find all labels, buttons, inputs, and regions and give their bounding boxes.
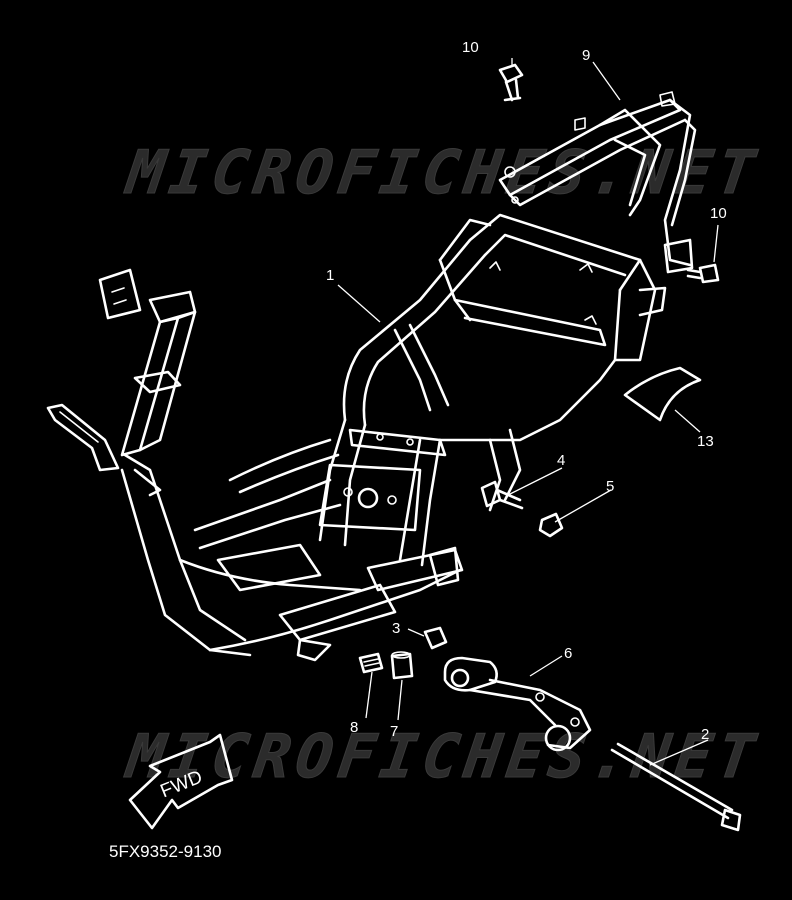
callout-4: 4 [557, 452, 566, 469]
bush-8 [358, 652, 384, 674]
callout-1: 1 [326, 267, 335, 284]
engine-bracket-6 [443, 656, 592, 752]
leader-lines [337, 58, 719, 766]
callout-2: 2 [701, 726, 710, 743]
callout-5: 5 [606, 478, 615, 495]
nut-3 [423, 626, 448, 650]
callout-10-right: 10 [710, 205, 727, 222]
callout-10-top: 10 [462, 39, 479, 56]
callout-6: 6 [564, 645, 573, 662]
bolt-10-top [498, 63, 524, 102]
fwd-arrow-icon [128, 733, 234, 830]
main-frame [46, 213, 667, 662]
rubber-pad-13 [623, 366, 702, 422]
callout-3: 3 [392, 620, 401, 637]
callout-8: 8 [350, 719, 359, 736]
long-bolt-2 [610, 742, 742, 832]
bolt-10-right [686, 263, 720, 284]
rear-bracket [498, 91, 697, 274]
bolt-4 [480, 480, 524, 510]
diagram-code: 5FX9352-9130 [109, 842, 222, 861]
collar-7 [390, 651, 414, 680]
nut-5 [538, 512, 564, 538]
callout-7: 7 [390, 723, 399, 740]
callout-13: 13 [697, 433, 714, 450]
callout-9: 9 [582, 47, 591, 64]
